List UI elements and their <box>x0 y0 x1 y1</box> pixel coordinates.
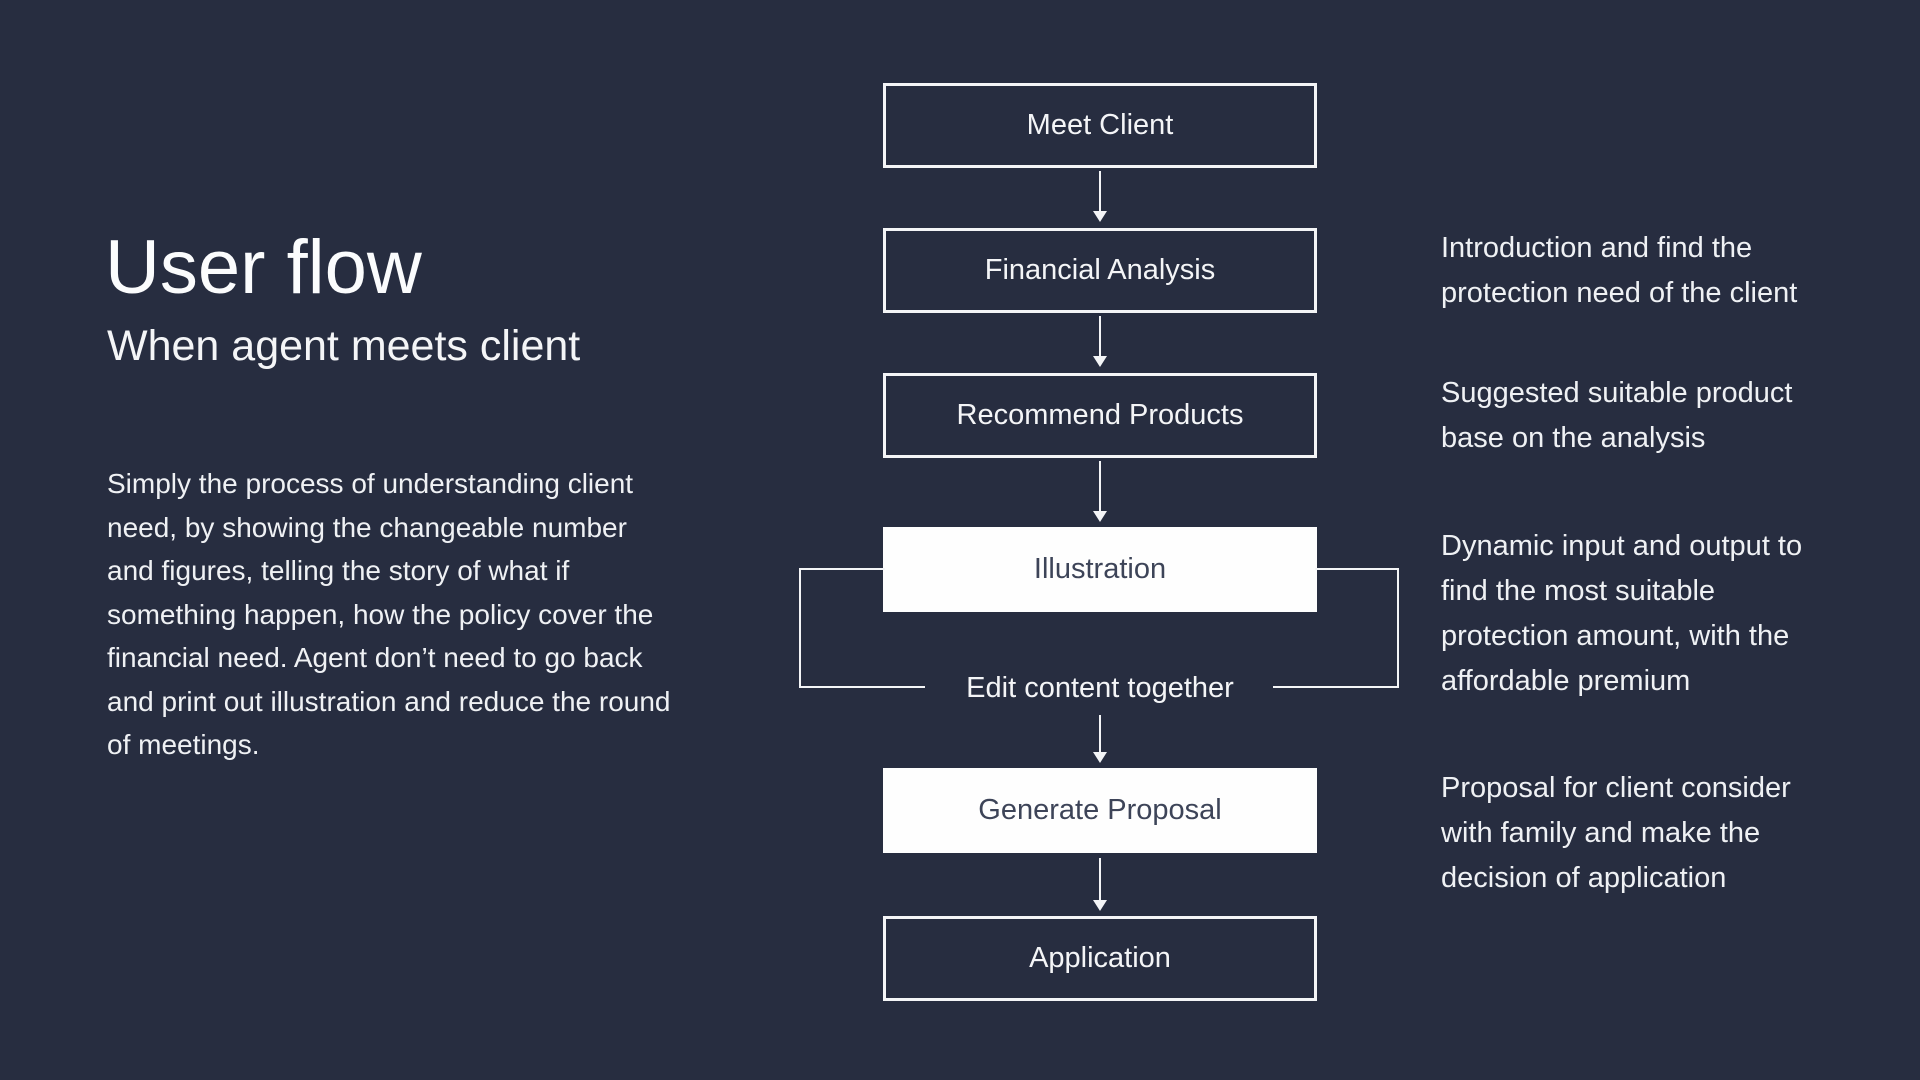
annotation-line: affordable premium <box>1441 665 1691 697</box>
intro-description: Simply the process of understanding clie… <box>107 462 747 767</box>
description-line: Simply the process of understanding clie… <box>107 468 634 499</box>
annotation-illustration: Dynamic input and output to find the mos… <box>1441 524 1841 704</box>
description-line: and figures, telling the story of what i… <box>107 555 570 586</box>
page-subtitle: When agent meets client <box>107 322 581 370</box>
annotation-meet-client: Introduction and find the protection nee… <box>1441 226 1841 316</box>
edit-loop-segment <box>1315 568 1399 570</box>
page-title: User flow <box>105 225 422 310</box>
annotation-line: decision of application <box>1441 862 1727 894</box>
edit-loop-segment <box>799 686 925 688</box>
annotation-line: with family and make the <box>1441 817 1761 849</box>
flow-arrow-down <box>1099 461 1101 511</box>
description-line: need, by showing the changeable number <box>107 511 627 543</box>
annotation-line: find the most suitable <box>1441 575 1716 607</box>
flow-arrow-down <box>1099 858 1101 900</box>
flow-step-recommend-products: Recommend Products <box>883 373 1317 458</box>
annotation-line: base on the analysis <box>1441 422 1706 454</box>
annotation-recommend-products: Suggested suitable product base on the a… <box>1441 371 1841 461</box>
flow-arrow-down <box>1099 715 1101 752</box>
edit-loop-segment <box>1273 686 1399 688</box>
edit-loop-segment <box>799 568 885 570</box>
annotation-line: Suggested suitable product <box>1441 377 1793 409</box>
flow-step-financial-analysis: Financial Analysis <box>883 228 1317 313</box>
flow-arrow-down <box>1099 316 1101 356</box>
description-line: of meetings. <box>107 729 260 760</box>
description-line: and print out illustration and reduce th… <box>107 685 671 717</box>
flow-step-application: Application <box>883 916 1317 1001</box>
annotation-line: Introduction and find the <box>1441 232 1753 264</box>
annotation-line: protection need of the client <box>1441 277 1798 309</box>
edit-loop-segment <box>1397 568 1399 688</box>
flow-step-illustration: Illustration <box>883 527 1317 612</box>
edit-loop-segment <box>799 568 801 688</box>
description-line: financial need. Agent don’t need to go b… <box>107 642 643 673</box>
annotation-line: Dynamic input and output to <box>1441 530 1803 562</box>
flow-arrow-down <box>1099 171 1101 211</box>
annotation-line: Proposal for client consider <box>1441 772 1791 804</box>
annotation-generate-proposal: Proposal for client consider with family… <box>1441 766 1841 901</box>
description-line: something happen, how the policy cover t… <box>107 598 654 630</box>
flow-step-generate-proposal: Generate Proposal <box>883 768 1317 853</box>
flow-step-edit-content-together: Edit content together <box>966 671 1234 704</box>
flow-step-meet-client: Meet Client <box>883 83 1317 168</box>
annotation-line: protection amount, with the <box>1441 620 1790 652</box>
